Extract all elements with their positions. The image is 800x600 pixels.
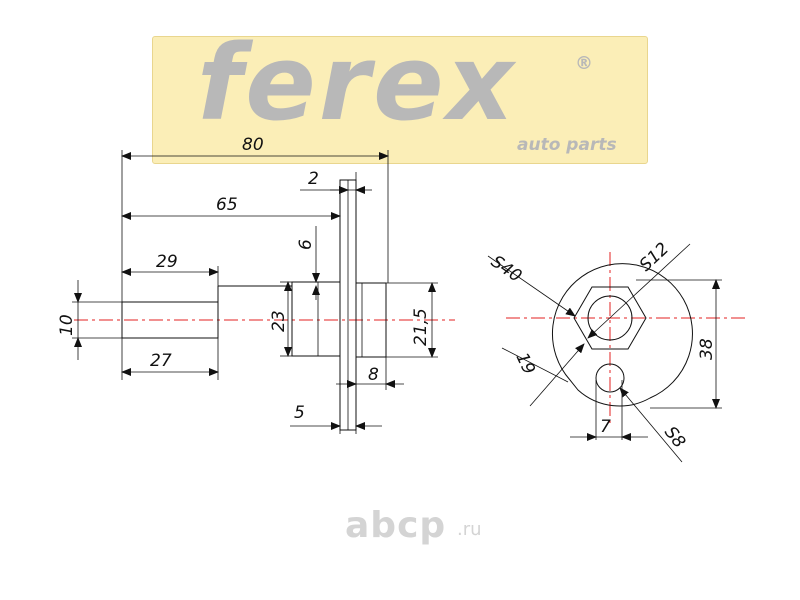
leader-s8 xyxy=(619,387,683,463)
logo-tagline: auto parts xyxy=(517,135,617,155)
abcp-suffix: .ru xyxy=(457,519,482,540)
dim-80: 80 xyxy=(242,135,264,155)
front-view: 38 S40 S12 19 7 S8 xyxy=(487,239,748,463)
dim-27: 27 xyxy=(150,351,172,371)
leader-s40 xyxy=(487,255,576,317)
boss xyxy=(355,282,387,358)
dim-line-19b xyxy=(501,347,569,383)
dim-6: 6 xyxy=(296,239,316,250)
registered-mark: ® xyxy=(575,53,593,74)
watermark-logo: ferex ® auto parts xyxy=(152,31,648,164)
dim-23: 23 xyxy=(269,310,289,332)
dim-19: 19 xyxy=(511,350,538,378)
dim-line-19 xyxy=(529,343,585,407)
side-view: 80 2 65 6 29 10 23 21,5 27 xyxy=(57,135,455,434)
abcp-name: abcp xyxy=(345,505,447,546)
leader-s12 xyxy=(587,243,691,339)
dim-10: 10 xyxy=(57,314,77,336)
dim-29: 29 xyxy=(156,252,178,272)
dim-7: 7 xyxy=(600,417,611,437)
logo-wordmark: ferex xyxy=(197,22,517,144)
hex-inner-circle xyxy=(587,295,633,341)
dim-s8: S8 xyxy=(660,423,689,452)
dim-65: 65 xyxy=(216,195,238,215)
dim-5: 5 xyxy=(294,403,305,423)
dim-s40: S40 xyxy=(487,252,525,287)
dim-2: 2 xyxy=(308,169,319,189)
dim-s12: S12 xyxy=(636,239,673,276)
dim-21-5: 21,5 xyxy=(411,308,431,346)
hex-nut xyxy=(573,286,647,350)
plate-outline xyxy=(551,263,693,407)
dim-8: 8 xyxy=(368,365,379,385)
lower-hole xyxy=(595,363,625,393)
dim-38: 38 xyxy=(697,338,717,360)
